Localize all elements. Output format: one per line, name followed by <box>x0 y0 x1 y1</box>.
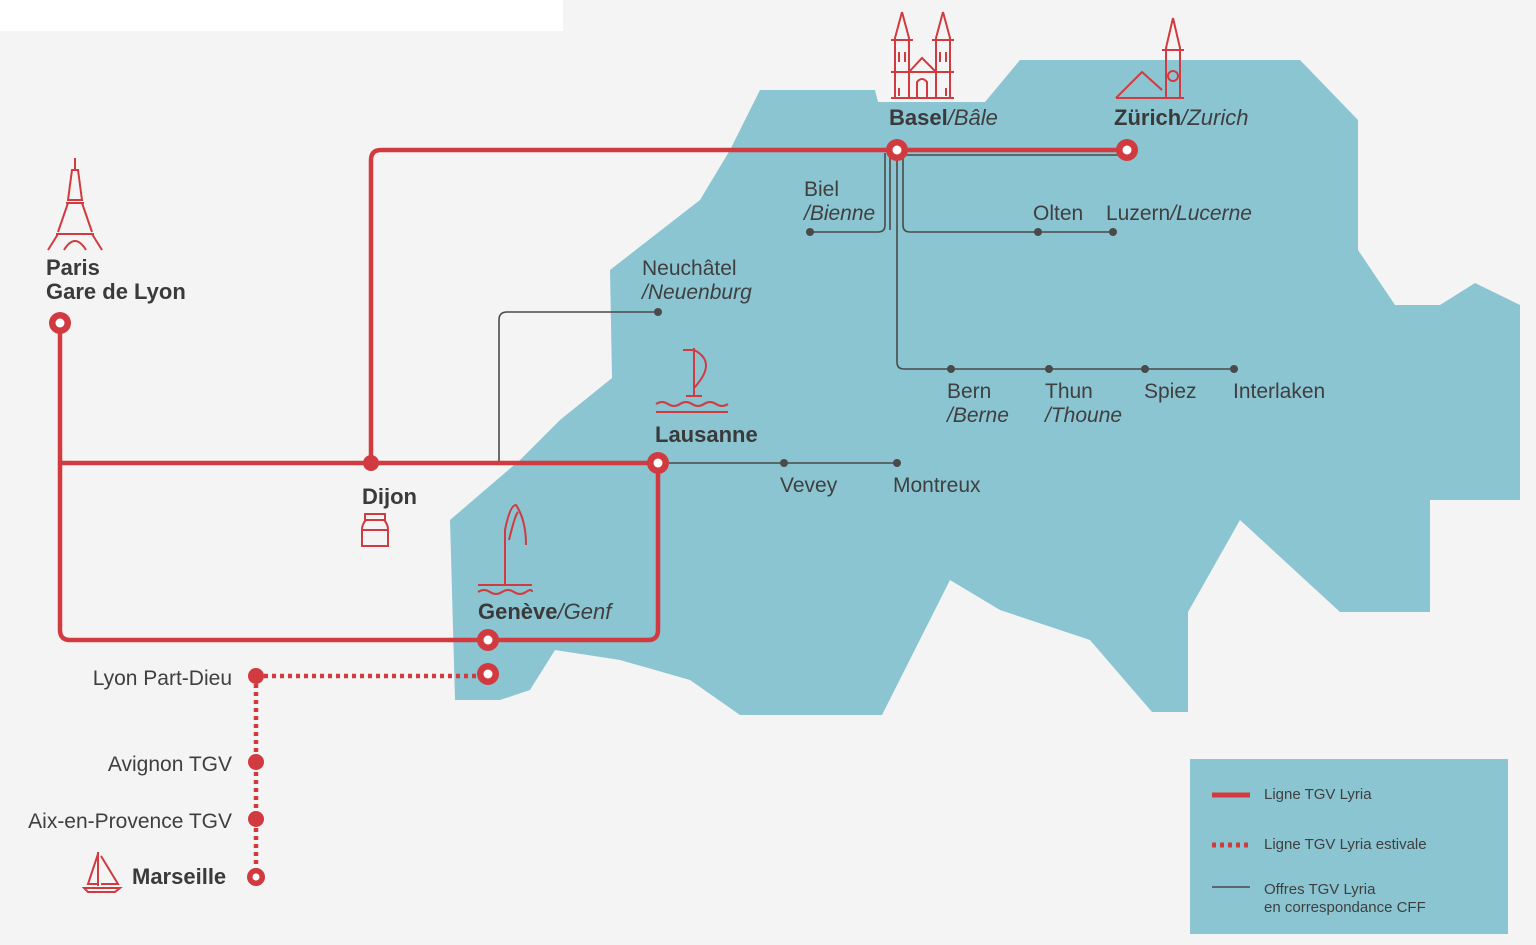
avignon-label: Avignon TGV <box>107 753 232 776</box>
thun-label: Thun /Thoune <box>1045 381 1122 426</box>
legend-thin-sample <box>1212 886 1250 888</box>
legend: Ligne TGV Lyria Ligne TGV Lyria estivale… <box>1190 759 1508 934</box>
legend-thin-line1: Offres TGV Lyria <box>1264 881 1376 898</box>
station-marker-lausanne <box>647 452 669 474</box>
legend-solid-label: Ligne TGV Lyria <box>1264 786 1372 803</box>
cff-stops <box>654 228 1238 467</box>
spiez-label: Spiez <box>1144 380 1197 403</box>
zurich-name: Zürich <box>1114 105 1182 130</box>
mustard-jar-icon <box>361 513 389 547</box>
paris-name: Paris <box>46 255 100 280</box>
neuchatel-alt: /Neuenburg <box>642 281 752 304</box>
tgv-summer-lines <box>253 673 488 877</box>
zurich-label: Zürich/Zurich <box>1114 107 1248 129</box>
zurich-alt: /Zurich <box>1181 105 1249 130</box>
luzern-name: Luzern <box>1106 202 1171 225</box>
aix-label: Aix-en-Provence TGV <box>28 810 232 833</box>
lausanne-label: Lausanne <box>655 422 758 447</box>
thun-alt: /Thoune <box>1045 404 1123 427</box>
legend-thin-label: Offres TGV Lyria en correspondance CFF <box>1264 881 1426 917</box>
legend-dotted-label: Ligne TGV Lyria estivale <box>1264 836 1427 853</box>
basel-name: Basel <box>889 105 948 130</box>
dijon-label: Dijon <box>362 484 417 509</box>
station-marker-avignon <box>248 754 264 770</box>
geneve-name: Genève <box>478 599 558 624</box>
biel-label: Biel /Bienne <box>804 179 875 224</box>
tgv-stations <box>49 139 1138 886</box>
basel-minster-icon <box>891 11 954 99</box>
cff-lines <box>498 153 1234 464</box>
station-marker-geneve-summer <box>477 663 499 685</box>
montreux-label: Montreux <box>893 474 981 497</box>
tgv-lines <box>57 147 1127 643</box>
luzern-alt: /Lucerne <box>1170 202 1252 225</box>
eiffel-tower-icon <box>47 158 103 251</box>
switzerland-land <box>450 60 1520 715</box>
legend-solid-sample <box>1212 792 1250 798</box>
olten-label: Olten <box>1033 202 1084 225</box>
biel-name: Biel <box>804 178 840 201</box>
geneve-alt: /Genf <box>557 599 612 624</box>
basel-label: Basel/Bâle <box>889 107 998 129</box>
station-marker-aix <box>248 811 264 827</box>
station-marker-geneve <box>477 629 499 651</box>
header-panel <box>0 0 563 31</box>
station-marker-dijon <box>363 455 379 471</box>
geneve-label: Genève/Genf <box>478 601 611 623</box>
legend-dotted-sample <box>1212 842 1250 848</box>
luzern-label: Luzern/Lucerne <box>1106 203 1252 224</box>
sailboat-icon <box>81 852 123 893</box>
thun-name: Thun <box>1045 380 1093 403</box>
station-marker-marseille <box>247 868 265 886</box>
zurich-church-icon <box>1115 17 1184 99</box>
lyon-label: Lyon Part-Dieu <box>92 667 232 690</box>
station-marker-paris <box>49 312 71 334</box>
jet-deau-icon <box>477 503 533 595</box>
bern-alt: /Berne <box>947 404 1009 427</box>
paris-label: Paris Gare de Lyon <box>46 257 186 303</box>
biel-alt: /Bienne <box>804 202 876 225</box>
marseille-label: Marseille <box>132 864 227 889</box>
bern-name: Bern <box>947 380 992 403</box>
interlaken-label: Interlaken <box>1233 380 1326 403</box>
station-marker-zurich <box>1116 139 1138 161</box>
basel-alt: /Bâle <box>947 105 998 130</box>
station-marker-lyon <box>248 668 264 684</box>
paris-station: Gare de Lyon <box>46 279 186 304</box>
neuchatel-name: Neuchâtel <box>642 257 737 280</box>
neuchatel-label: Neuchâtel /Neuenburg <box>642 258 752 303</box>
sailboat-lake-icon <box>655 348 729 413</box>
vevey-label: Vevey <box>780 474 838 497</box>
station-marker-basel <box>886 139 908 161</box>
bern-label: Bern /Berne <box>947 381 1009 426</box>
legend-thin-line2: en correspondance CFF <box>1264 899 1426 916</box>
